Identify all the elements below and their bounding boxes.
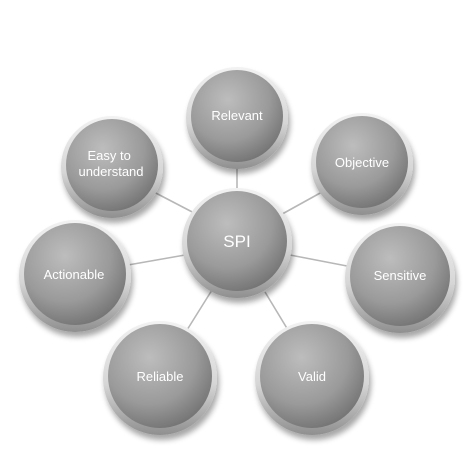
node-disc <box>24 223 126 325</box>
node-label-objective: Objective <box>335 155 389 170</box>
connector-actionable <box>127 254 186 266</box>
connector-sensitive <box>289 254 348 267</box>
node-label-line: understand <box>78 164 143 179</box>
node-disc <box>66 119 158 211</box>
node-disc <box>191 70 283 162</box>
node-label-actionable: Actionable <box>44 267 105 282</box>
node-easy-to-understand: Easy to understand <box>61 116 163 218</box>
node-label-line: Easy to <box>88 148 131 163</box>
node-label-easy-to-understand: Easy to understand <box>78 148 143 179</box>
hub-node: SPI <box>182 188 292 298</box>
node-disc <box>260 324 364 428</box>
node-sensitive: Sensitive <box>345 223 455 333</box>
node-valid: Valid <box>255 321 369 435</box>
node-disc <box>316 116 408 208</box>
connector-reliable <box>186 289 213 331</box>
node-reliable: Reliable <box>103 321 217 435</box>
node-disc <box>108 324 212 428</box>
connector-valid <box>264 291 289 331</box>
node-disc <box>350 226 450 326</box>
node-objective: Objective <box>311 113 413 215</box>
connector-easy-to-understand <box>149 189 199 216</box>
node-relevant: Relevant <box>186 67 288 169</box>
node-label-sensitive: Sensitive <box>374 268 427 283</box>
node-actionable: Actionable <box>19 220 131 332</box>
node-label-relevant: Relevant <box>211 108 263 123</box>
node-label-reliable: Reliable <box>137 369 184 384</box>
hub-disc <box>187 191 287 291</box>
hub-label: SPI <box>223 232 250 251</box>
node-label-valid: Valid <box>298 369 326 384</box>
